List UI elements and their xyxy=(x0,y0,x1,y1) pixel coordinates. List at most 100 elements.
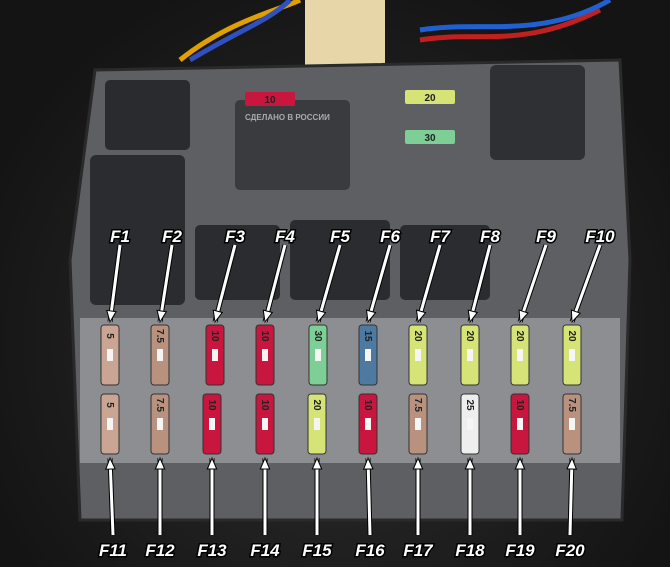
fuse-label-F19: F19 xyxy=(505,541,535,560)
fuse-top-6: 15 xyxy=(358,324,378,386)
arrow-head xyxy=(464,456,476,470)
fuse-label-F11: F11 xyxy=(99,541,127,560)
arrow xyxy=(518,244,548,323)
fuse-top-3: 10 xyxy=(205,324,225,386)
relay xyxy=(235,100,350,190)
fuse-bottom-2: 7.5 xyxy=(150,393,170,455)
arrow-head xyxy=(566,456,578,470)
fuse-rating: 30 xyxy=(312,330,323,342)
fuse-rating: 7.5 xyxy=(154,329,165,343)
fuse-rating: 15 xyxy=(362,330,373,342)
fuse-rating: 10 xyxy=(264,95,276,106)
fuse-rating: 10 xyxy=(209,330,220,342)
relay-fuse: 10 xyxy=(245,92,295,106)
fuse-rating: 7.5 xyxy=(566,398,577,412)
wires xyxy=(178,0,612,70)
arrow xyxy=(108,244,122,323)
fuse-label-F9: F9 xyxy=(536,227,556,246)
arrow-head xyxy=(315,309,327,324)
fuse-rating: 10 xyxy=(514,399,525,411)
arrow-head xyxy=(514,456,526,470)
fuse-bottom-4: 10 xyxy=(255,393,275,455)
arrow-head xyxy=(362,456,374,470)
arrow-head xyxy=(156,309,168,324)
fuse-rating: 20 xyxy=(412,330,423,342)
relay xyxy=(400,225,490,300)
fuse-label-F4: F4 xyxy=(275,227,295,246)
fuse-label-F7: F7 xyxy=(430,227,451,246)
fuse-label-F17: F17 xyxy=(403,541,434,560)
fuse-bottom-6: 10 xyxy=(358,393,378,455)
fuse-rating: 20 xyxy=(566,330,577,342)
fuse-top-8: 20 xyxy=(460,324,480,386)
fuse-label-F8: F8 xyxy=(480,227,500,246)
arrow-head xyxy=(570,309,582,324)
fuse-rating: 20 xyxy=(464,330,475,342)
fuse-rating: 20 xyxy=(424,93,436,104)
connector xyxy=(305,0,385,70)
fuse-top-1: 5 xyxy=(100,324,120,386)
fuse-rating: 10 xyxy=(362,399,373,411)
fuse-rating: 25 xyxy=(464,399,475,411)
relay xyxy=(90,155,185,305)
arrow xyxy=(316,244,342,323)
fuse-rating: 20 xyxy=(514,330,525,342)
fuse-label-F20: F20 xyxy=(555,541,585,560)
fuse-label-F18: F18 xyxy=(455,541,485,560)
fuse-label-F12: F12 xyxy=(145,541,175,560)
fuse-label-F10: F10 xyxy=(585,227,615,246)
fuse-label-F6: F6 xyxy=(380,227,400,246)
fuse-label-F14: F14 xyxy=(250,541,280,560)
arrow-head xyxy=(259,456,271,470)
arrow xyxy=(366,244,392,323)
fuse-label-F1: F1 xyxy=(110,227,130,246)
relay-fuse: 30 xyxy=(405,130,455,144)
fuse-bottom-3: 10 xyxy=(202,393,222,455)
relay xyxy=(195,225,280,300)
fuse-bottom-1: 5 xyxy=(100,393,120,455)
fuse-label-F2: F2 xyxy=(162,227,182,246)
arrow-head xyxy=(412,456,424,470)
arrow-head xyxy=(154,456,166,470)
arrow-head xyxy=(518,309,529,324)
fuse-label-F13: F13 xyxy=(197,541,227,560)
fuse-top-2: 7.5 xyxy=(150,324,170,386)
fuse-panel xyxy=(80,318,620,463)
fuse-rating: 10 xyxy=(206,399,217,411)
fuse-rating: 10 xyxy=(259,330,270,342)
fuse-top-10: 20 xyxy=(562,324,582,386)
fuse-top-9: 20 xyxy=(510,324,530,386)
arrow-head xyxy=(106,309,117,324)
relay xyxy=(105,80,190,150)
fuse-bottom-8: 25 xyxy=(460,393,480,455)
arrow-head xyxy=(467,309,479,324)
fuse-bottom-9: 10 xyxy=(510,393,530,455)
arrow xyxy=(213,244,237,323)
arrow xyxy=(416,244,442,323)
relay xyxy=(490,65,585,160)
fuse-bottom-5: 20 xyxy=(307,393,327,455)
fuse-rating: 7.5 xyxy=(412,398,423,412)
fuse-rating: 10 xyxy=(259,399,270,411)
arrow xyxy=(108,457,115,536)
fuse-rating: 30 xyxy=(424,133,436,144)
arrow-head xyxy=(415,309,427,324)
arrow-head xyxy=(311,456,323,470)
arrow-head xyxy=(105,456,116,470)
fuse-label-F5: F5 xyxy=(330,227,350,246)
arrow xyxy=(468,244,492,323)
fuse-label-F16: F16 xyxy=(355,541,385,560)
fuse-top-4: 10 xyxy=(255,324,275,386)
fuse-label-F15: F15 xyxy=(302,541,332,560)
arrow xyxy=(263,244,287,323)
fuse-rating: 5 xyxy=(104,333,115,339)
relay-marking: СДЕЛАНО В РОССИИ xyxy=(245,113,330,122)
arrow-head xyxy=(262,309,274,324)
fuse-bottom-10: 7.5 xyxy=(562,393,582,455)
arrow-head xyxy=(212,309,224,324)
fuse-rating: 5 xyxy=(104,402,115,408)
relay xyxy=(290,220,390,300)
arrow xyxy=(570,244,602,323)
